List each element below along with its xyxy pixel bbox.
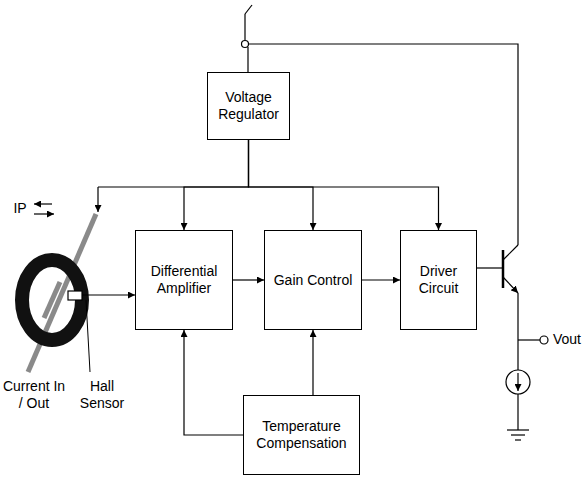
- current-arrow-in: [34, 213, 54, 214]
- gain-box: Gain Control: [264, 230, 362, 330]
- box-text: Differential Amplifier: [140, 263, 228, 297]
- output-wire: [518, 339, 540, 340]
- transistor-base: [502, 250, 505, 288]
- signal-connector: [312, 330, 313, 395]
- signal-connector: [249, 140, 314, 230]
- toroid-core: [22, 260, 82, 340]
- transistor-collector: [503, 245, 518, 260]
- driver-box: Driver Circuit: [400, 230, 477, 330]
- sensor-signal-wire: [82, 294, 135, 295]
- box-text: Driver Circuit: [405, 263, 472, 297]
- ground-symbol: [515, 439, 521, 440]
- supply-tick: [245, 5, 252, 14]
- conductor-label: Current In / Out: [2, 378, 66, 412]
- signal-name: Vout: [551, 331, 583, 348]
- hall-sensor-element: [68, 291, 82, 300]
- current-name: IP: [8, 200, 32, 217]
- regulator-input-wire: [247, 47, 248, 72]
- signal-connector: [362, 279, 400, 280]
- supply-wire: [244, 14, 245, 40]
- current-source-arrow: [517, 373, 518, 391]
- ground-wire: [517, 394, 518, 430]
- signal-connector: [184, 140, 249, 230]
- ground-symbol: [511, 434, 525, 435]
- hall-sensor-leader: [86, 300, 90, 372]
- signal-connector: [233, 279, 264, 280]
- emitter-wire: [517, 293, 518, 370]
- regulator-box: Voltage Regulator: [207, 72, 290, 140]
- sensor-supply-wire: [97, 187, 98, 212]
- output-terminal: [540, 336, 548, 344]
- box-text: Gain Control: [274, 272, 353, 289]
- current-arrow-out: [34, 203, 52, 204]
- signal-connector: [249, 140, 439, 230]
- supply-terminal: [242, 41, 249, 48]
- box-text: Voltage Regulator: [212, 89, 285, 123]
- current-source: [506, 370, 530, 394]
- base-wire: [477, 267, 503, 268]
- primary-conductor-front: [44, 282, 60, 318]
- signal-connector: [184, 330, 243, 435]
- amplifier-box: Differential Amplifier: [135, 230, 233, 330]
- box-text: Temperature Compensation: [248, 418, 355, 452]
- transistor-emitter: [503, 277, 518, 293]
- compensation-box: Temperature Compensation: [243, 395, 360, 475]
- sensor-label: Hall Sensor: [74, 378, 130, 412]
- ground-symbol: [507, 429, 529, 430]
